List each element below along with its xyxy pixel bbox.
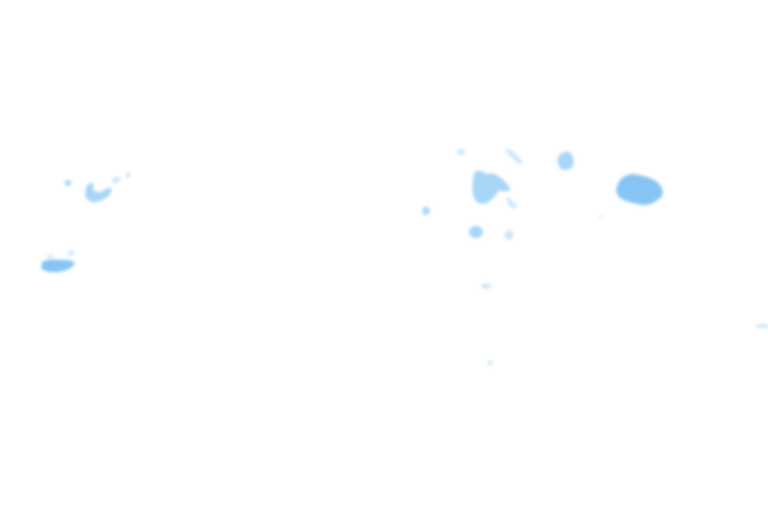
precip-cell <box>41 259 75 273</box>
precip-cell <box>557 151 574 170</box>
precip-cell <box>472 170 511 204</box>
precip-cell <box>112 176 121 184</box>
precip-cell <box>487 361 493 365</box>
precip-cell <box>422 207 430 215</box>
precip-cell <box>481 283 491 289</box>
precip-cell <box>125 172 131 178</box>
precip-cell <box>64 180 72 186</box>
precip-cell <box>599 215 603 219</box>
precip-cell <box>469 226 483 238</box>
precip-cell <box>504 230 514 240</box>
precip-cell <box>47 254 53 258</box>
precip-cell <box>506 196 517 209</box>
precip-cell <box>756 323 768 328</box>
precip-cell <box>505 149 523 164</box>
precip-cell <box>85 182 112 203</box>
precip-cell <box>68 250 74 256</box>
precip-cell <box>616 174 663 205</box>
precip-cell <box>457 149 465 155</box>
